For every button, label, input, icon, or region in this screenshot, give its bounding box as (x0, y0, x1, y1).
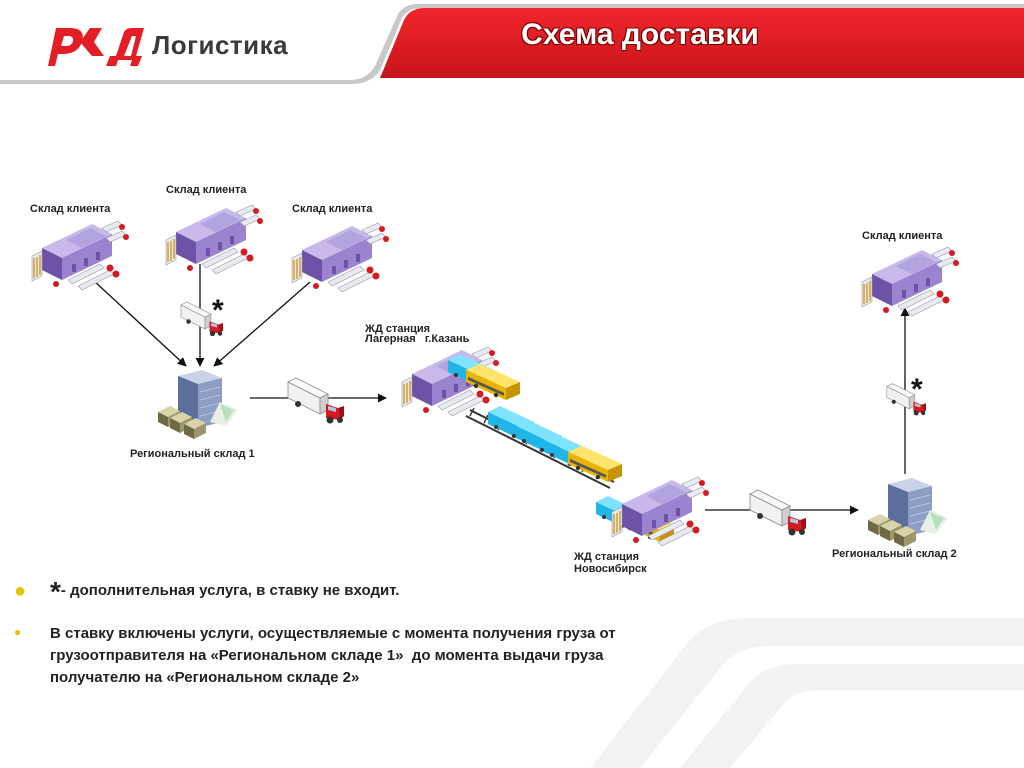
footnote-star: * (50, 576, 61, 607)
label-regional-2: Региональный склад 2 (832, 548, 957, 560)
regional-warehouse-1-icon (157, 369, 239, 440)
train-loco-icon (568, 446, 622, 482)
client-warehouse-1-icon (31, 220, 130, 291)
footnote-2-line-2: грузоотправителя на «Региональном складе… (50, 647, 604, 664)
footnote-1-text: - дополнительная услуга, в ставку не вхо… (60, 582, 400, 599)
client-warehouse-4-icon (861, 246, 960, 317)
decor-stripes (590, 618, 1024, 768)
label-station-nsk-line-2: Новосибирск (574, 563, 647, 575)
label-station-kazan-line-2: Лагерная г.Казань (365, 333, 470, 345)
label-regional-1: Региональный склад 1 (130, 448, 255, 460)
footnote-2-line-1: В ставку включены услуги, осуществляемые… (50, 625, 616, 642)
truck-icon-1 (287, 377, 345, 424)
station-nsk-icon (611, 476, 710, 547)
footnote-1: ● *- дополнительная услуга, в ставку не … (10, 578, 730, 606)
label-station-kazan: ЖД станция Лагерная г.Казань (365, 323, 469, 345)
rzd-logo-icon (48, 28, 144, 66)
label-station-nsk-line-1: ЖД станция (574, 551, 640, 563)
footnote-2-line-3: получателю на «Региональном складе 2» (50, 669, 360, 686)
arrow-client1-to-regional1 (92, 279, 187, 367)
slide-title: Схема доставки (521, 18, 759, 51)
label-client-4: Склад клиента (862, 230, 943, 242)
bullet-icon-1: ● (14, 580, 27, 602)
bullet-icon-2: ● (14, 625, 22, 639)
client-warehouse-3-icon (291, 222, 390, 293)
truck-icon-2 (749, 489, 807, 536)
station-kazan-loco-icon (466, 364, 520, 400)
footnotes: ● *- дополнительная услуга, в ставку не … (10, 578, 730, 689)
client-warehouse-2-icon (165, 204, 264, 275)
logo-text: Логистика (152, 30, 289, 60)
optional-star-2: * (911, 373, 923, 406)
label-client-2: Склад клиента (166, 184, 247, 196)
label-station-nsk: ЖД станция Новосибирск (574, 551, 647, 575)
label-client-3: Склад клиента (292, 203, 373, 215)
label-station-kazan-line-1: ЖД станция (365, 323, 431, 335)
label-client-1: Склад клиента (30, 203, 111, 215)
footnote-2: ● В ставку включены услуги, осуществляем… (10, 623, 730, 689)
regional-warehouse-2-icon (867, 477, 949, 548)
header-banner (0, 0, 1024, 84)
arrow-client3-to-regional1 (213, 281, 311, 367)
optional-star-1: * (212, 294, 224, 327)
